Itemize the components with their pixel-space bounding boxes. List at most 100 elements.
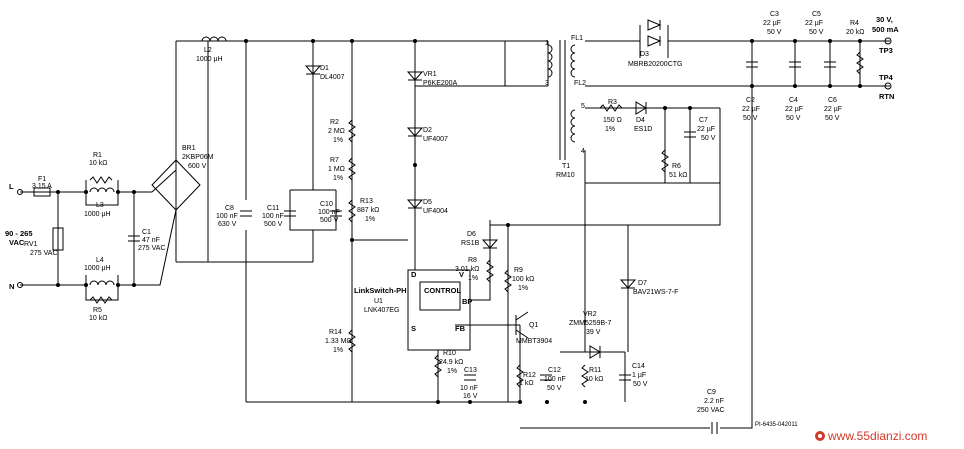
terminal-n: [17, 282, 23, 288]
resistor-r11: [581, 364, 589, 388]
r1-val: 10 kΩ: [89, 160, 107, 167]
resistor-r1: [89, 176, 113, 184]
u1-control-label: CONTROL: [424, 286, 461, 295]
vr1-ref: VR1: [423, 71, 437, 78]
diode-d7: [619, 279, 637, 289]
watermark-logo-icon: [815, 431, 825, 441]
diode-d5: [406, 199, 424, 209]
d2-val: UF4007: [423, 136, 448, 143]
d2-ref: D2: [423, 127, 432, 134]
c5-ref: C5: [812, 11, 821, 18]
c1-v2: 275 VAC: [138, 245, 166, 252]
r8-v1: 3.01 kΩ: [455, 266, 479, 273]
u1-ref: U1: [374, 298, 383, 305]
c7-v1: 22 µF: [697, 126, 715, 133]
c10-ref: C10: [320, 201, 333, 208]
diode-d1: [304, 65, 322, 75]
d3-val: MBRB20200CTG: [628, 61, 682, 68]
resistor-r7: [348, 157, 356, 181]
r8-v2: 1%: [468, 275, 478, 282]
tp3-label: TP3: [879, 46, 893, 55]
vr1-val: P6KE200A: [423, 80, 458, 87]
r10-v2: 1%: [447, 368, 457, 375]
r10-v1: 24.9 kΩ: [439, 359, 463, 366]
wire-bridge-top: [175, 41, 209, 263]
c12-v1: 100 nF: [544, 376, 566, 383]
wire-bias: [584, 107, 721, 184]
input-l-label: L: [9, 182, 14, 191]
input-n-label: N: [9, 282, 14, 291]
capacitor-c14: [619, 374, 631, 381]
c11-v1: 100 nF: [262, 213, 284, 220]
c4-v2: 50 V: [786, 115, 801, 122]
c1-ref: C1: [142, 229, 151, 236]
inductor-l2: [201, 36, 227, 42]
r1-ref: R1: [93, 152, 102, 159]
resistor-r5: [89, 296, 113, 304]
r13-ref: R13: [360, 198, 373, 205]
capacitor-c12: [540, 374, 552, 381]
l2-val: 1000 µH: [196, 56, 223, 63]
diode-d4: [635, 101, 647, 115]
diode-vr2: [589, 345, 601, 359]
wire-secondary: [585, 25, 890, 87]
c5-v2: 50 V: [809, 29, 824, 36]
r11-ref: R11: [589, 367, 601, 374]
wire-u1-fb: [455, 183, 721, 326]
r2-v1: 2 MΩ: [328, 128, 345, 135]
rv1-ref: RV1: [24, 241, 38, 248]
capacitor-c5: [789, 61, 801, 68]
c1-v1: 47 nF: [142, 237, 160, 244]
transformer-t1: [547, 40, 576, 160]
r2-v2: 1%: [333, 137, 343, 144]
c3-ref: C3: [770, 11, 779, 18]
c4-v1: 22 µF: [785, 106, 803, 113]
wire-ground: [246, 401, 520, 403]
ic-u1-control: [419, 281, 461, 311]
capacitor-c10: [330, 210, 342, 217]
c4-ref: C4: [789, 97, 798, 104]
t1-ref: T1: [562, 163, 570, 170]
r6-ref: R6: [672, 163, 681, 170]
q1-val: MMBT3904: [516, 338, 552, 345]
c14-ref: C14: [632, 363, 645, 370]
vr2-val: ZMM5259B-7: [569, 320, 612, 327]
wire-c9: [520, 86, 753, 429]
r6-val: 51 kΩ: [669, 172, 687, 179]
c14-v2: 50 V: [633, 381, 648, 388]
capacitor-c7: [684, 131, 696, 138]
varistor-rv1: [52, 227, 64, 251]
t1-pin-4: 4: [581, 148, 585, 155]
capacitor-c9: [711, 422, 718, 434]
c7-v2: 50 V: [701, 135, 716, 142]
capacitor-c1: [128, 235, 140, 242]
d5-val: UF4004: [423, 208, 448, 215]
r3-v1: 150 Ω: [603, 117, 622, 124]
d7-val: BAV21WS-7-F: [633, 289, 678, 296]
c8-v2: 630 V: [218, 221, 237, 228]
c3-v2: 50 V: [767, 29, 782, 36]
br1-v1: 2KBP06M: [182, 154, 214, 161]
resistor-r2: [348, 119, 356, 143]
r13-v1: 887 kΩ: [357, 207, 379, 214]
resistor-r13: [348, 199, 356, 223]
bridge-rectifier: [151, 159, 201, 211]
c6-ref: C6: [828, 97, 837, 104]
c13-v1: 10 nF: [460, 385, 478, 392]
c12-ref: C12: [548, 367, 561, 374]
diode-d6: [481, 239, 499, 249]
c11-v2: 500 V: [264, 221, 283, 228]
br1-ref: BR1: [182, 145, 196, 152]
t1-val: RM10: [556, 172, 575, 179]
r7-v1: 1 MΩ: [328, 166, 345, 173]
d4-ref: D4: [636, 117, 645, 124]
d3-ref: D3: [640, 51, 649, 58]
r2-ref: R2: [330, 119, 339, 126]
wire-top-rail: [175, 40, 548, 262]
r14-ref: R14: [329, 329, 342, 336]
tp4-label: TP4: [879, 73, 894, 82]
d4-val: ES1D: [634, 126, 652, 133]
d6-ref: D6: [467, 231, 476, 238]
d5-ref: D5: [423, 199, 432, 206]
resistor-r6: [661, 149, 669, 173]
